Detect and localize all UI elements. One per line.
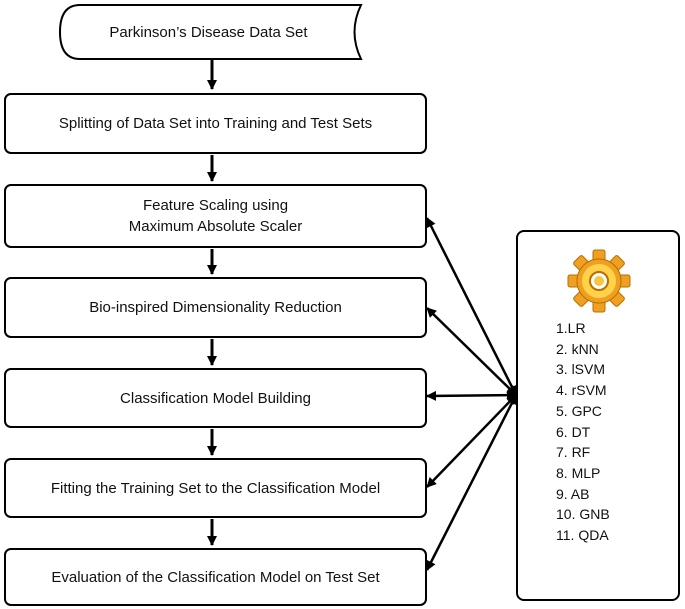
arrow-panel-evaluation: [425, 394, 518, 571]
evaluation-step: Evaluation of the Classification Model o…: [4, 548, 427, 606]
reduction-step-label: Bio-inspired Dimensionality Reduction: [89, 299, 342, 316]
split-step-label: Splitting of Data Set into Training and …: [58, 115, 373, 132]
classifier-item: 8. MLP: [556, 464, 601, 481]
classifier-panel: 1.LR 2. kNN 3. lSVM 4. rSVM 5. GPC 6. DT 7. RF…: [516, 230, 680, 601]
model-building-step-label: Classification Model Building: [120, 389, 311, 407]
scaling-step: Feature Scaling using Maximum Absolute S…: [4, 184, 427, 248]
model-building-step: Classification Model Building: [4, 368, 427, 428]
scaling-line2: Maximum Absolute Scaler: [128, 218, 303, 235]
evaluation-step-label: Evaluation of the Classification Model o…: [51, 568, 380, 586]
classifier-item: 1.LR: [556, 320, 586, 336]
arrow-panel-fitting: [426, 394, 517, 488]
classifier-item: 5. GPC: [556, 402, 602, 419]
classifier-item: 4. rSVM: [556, 382, 607, 399]
arrow-panel-building: [426, 390, 517, 401]
classifier-item: 10. GNB: [556, 506, 610, 523]
reduction-step: Bio-inspired Dimensionality Reduction: [4, 277, 427, 338]
dataset-shape: [58, 4, 363, 60]
classifier-item: 2. kNN: [556, 340, 599, 357]
classifier-list: 1.LR 2. kNN 3. lSVM 4. rSVM 5. GPC 6. DT 7. RF…: [556, 318, 610, 546]
classifier-item: 7. RF: [556, 444, 591, 461]
gear-icon: [567, 249, 631, 313]
arrow-panel-scaling: [425, 217, 518, 396]
fitting-step: Fitting the Training Set to the Classifi…: [4, 458, 427, 518]
dataset-label: Parkinson’s Disease Data Set: [109, 23, 308, 41]
fitting-step-label: Fitting the Training Set to the Classifi…: [50, 479, 381, 497]
classifier-item: 6. DT: [556, 423, 591, 440]
arrow-panel-reduction: [426, 307, 517, 396]
classifier-item: 11. QDA: [556, 527, 609, 544]
classifier-item: 3. lSVM: [556, 361, 606, 378]
classifier-item: 9. AB: [556, 485, 590, 502]
split-step: Splitting of Data Set into Training and …: [4, 93, 427, 154]
scaling-line1: Feature Scaling using: [142, 197, 289, 214]
scaling-step-text: Feature Scaling using Maximum Absolute S…: [129, 195, 302, 237]
